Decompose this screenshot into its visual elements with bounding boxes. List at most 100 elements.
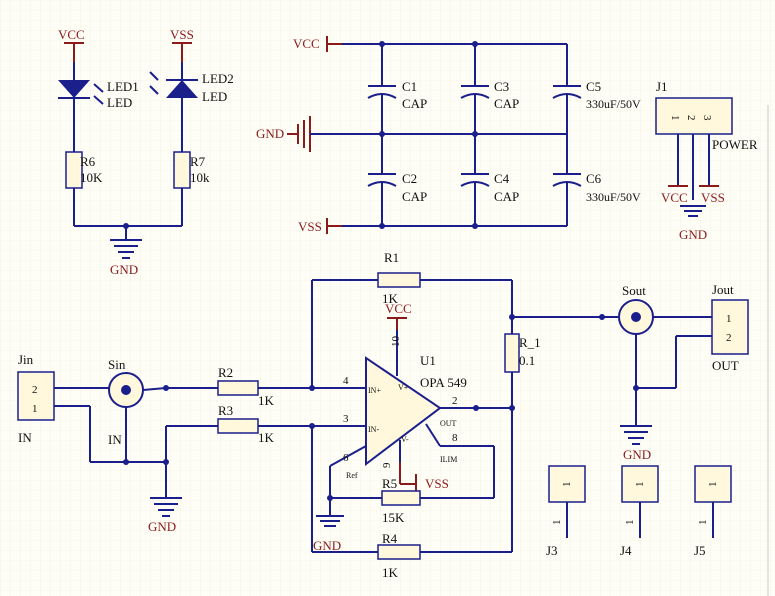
u1-v-minus-name: V- [401, 435, 409, 444]
u1-pin3-num: 3 [343, 413, 349, 425]
u1-pin8-diag [425, 423, 441, 447]
j3-lead-pin: 1 [551, 520, 563, 526]
r4-value: 1K [382, 565, 399, 580]
u1-ref-name: Ref [346, 471, 358, 480]
junction-sin [163, 385, 169, 391]
c4-ref: C4 [494, 171, 510, 186]
u1-in-plus-name: IN+ [368, 386, 381, 395]
c4-value: CAP [494, 189, 519, 204]
u1-vss-label: VSS [425, 476, 449, 491]
c1-ref: C1 [402, 79, 417, 94]
aux-connectors: 1 1 J3 1 1 J4 1 1 J5 [546, 465, 732, 558]
u1-ilim-name: ILIM [440, 455, 457, 464]
led1-arrow2 [93, 95, 104, 105]
c2-ref: C2 [402, 171, 417, 186]
u1-pin10-num: 10 [390, 336, 402, 348]
r2-body [217, 380, 259, 396]
j4-lead-pin: 1 [624, 520, 636, 526]
r4-ref: R4 [382, 531, 398, 546]
u1-vcc-label: VCC [385, 301, 412, 316]
j1-value: POWER [712, 137, 758, 152]
r7-value: 10k [190, 170, 210, 185]
c6-value: 330uF/50V [586, 190, 641, 204]
led2-symbol [166, 80, 198, 98]
u1-pin6-diag [329, 445, 367, 467]
r6-value: 10K [80, 170, 103, 185]
j4-pin: 1 [634, 482, 646, 488]
c3-ref: C3 [494, 79, 509, 94]
jin-pin-2: 2 [32, 384, 38, 396]
jout-pin-2: 2 [726, 332, 732, 344]
jin-ref: Jin [18, 352, 34, 367]
u1-pin6-num: 6 [343, 452, 349, 464]
j1-pin-2: 2 [685, 115, 697, 121]
j5-pin: 1 [707, 482, 719, 488]
vcc-label-led: VCC [58, 27, 85, 42]
jin-value: IN [18, 430, 32, 445]
r-sense-value: 0.1 [519, 353, 535, 368]
junction-in-gnd [163, 459, 169, 465]
vss-label-caps: VSS [298, 219, 322, 234]
gnd-label-led: GND [110, 262, 138, 277]
r7-ref: R7 [190, 154, 206, 169]
r2-value: 1K [258, 393, 275, 408]
c3-value: CAP [494, 96, 519, 111]
r2-ref: R2 [218, 365, 233, 380]
j1-pin-1: 1 [669, 115, 681, 121]
input-section: Jin 2 1 IN Sin IN GND [17, 352, 182, 534]
u1-ref: U1 [420, 353, 436, 368]
junction-u1-out [473, 405, 479, 411]
u1-pin2-num: 2 [452, 395, 458, 407]
j3-ref: J3 [546, 543, 558, 558]
r7-body [173, 151, 191, 189]
r3-body [217, 418, 259, 434]
c6-ref: C6 [586, 171, 602, 186]
j5-lead-pin: 1 [697, 520, 709, 526]
sout-ref: Sout [622, 283, 646, 298]
r1-value: 1K [382, 291, 399, 306]
led2-value: LED [202, 89, 227, 104]
u1-pin8-num: 8 [452, 432, 458, 444]
amplifier-section: R1 1K VCC 10 U1 OPA 549 IN+ IN- V+ V- OU… [166, 250, 618, 580]
r1-ref: R1 [384, 250, 399, 265]
power-connector-j1: J1 1 2 3 POWER VCC VSS GND [655, 79, 758, 242]
r-sense-body [504, 333, 520, 373]
r5-ref: R5 [382, 476, 397, 491]
j4-ref: J4 [620, 543, 632, 558]
c5-ref: C5 [586, 79, 601, 94]
led1-value: LED [107, 95, 132, 110]
r5-body [381, 490, 421, 506]
junction-sin-shield [123, 459, 129, 465]
c5-value: 330uF/50V [586, 97, 641, 111]
u1-pin4-num: 4 [343, 375, 349, 387]
wire-sin-r2 [142, 387, 167, 391]
j3-pin: 1 [561, 482, 573, 488]
j1-vss-label: VSS [701, 190, 725, 205]
led2-ref: LED2 [202, 71, 234, 86]
output-section: Sout GND Jout 1 2 OUT [618, 282, 749, 462]
gnd-ref-label: GND [313, 538, 341, 553]
r4-body [377, 544, 421, 560]
jin-pin-1: 1 [32, 403, 38, 415]
jout-ref: Jout [712, 282, 734, 297]
sin-bnc-center [121, 385, 131, 395]
j1-pin-3: 3 [701, 115, 713, 121]
jout-value: OUT [712, 358, 739, 373]
led2-arrow2 [149, 85, 159, 95]
u1-pin9-num: 9 [381, 462, 393, 468]
r6-ref: R6 [80, 154, 96, 169]
u1-v-plus-name: V+ [398, 383, 409, 392]
r-sense-ref: R_1 [519, 335, 541, 350]
r3-value: 1K [258, 430, 275, 445]
jin-body [17, 371, 55, 421]
u1-in-minus-name: IN- [368, 425, 379, 434]
gnd-in-label: GND [148, 519, 176, 534]
u1-out-name: OUT [440, 419, 457, 428]
led1-arrow1 [93, 83, 104, 93]
gnd-label-caps: GND [256, 126, 284, 141]
jout-body [711, 299, 749, 355]
sout-bnc-center [631, 312, 641, 322]
j4-body [621, 465, 659, 503]
vss-label-led: VSS [170, 27, 194, 42]
